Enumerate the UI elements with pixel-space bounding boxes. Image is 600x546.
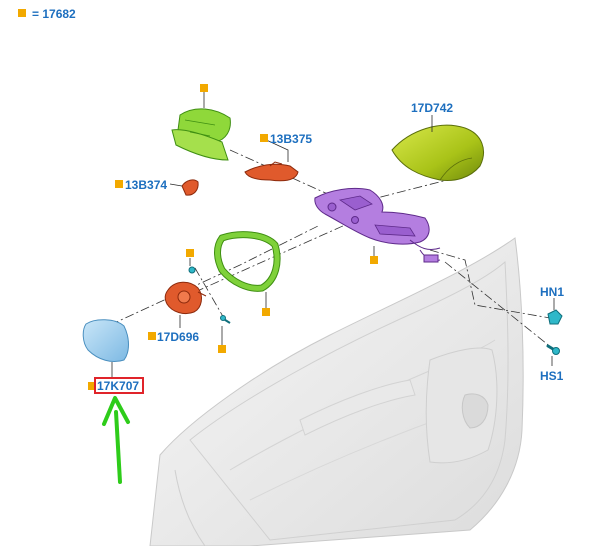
reference-square-icon bbox=[88, 382, 96, 390]
highlight-box bbox=[94, 377, 144, 394]
reference-square-icon bbox=[18, 9, 26, 17]
part-mirror-lamp-small[interactable]: 13B374 bbox=[115, 178, 199, 196]
reference-square-icon bbox=[115, 180, 123, 188]
legend: = 17682 bbox=[18, 7, 76, 21]
reference-square-icon bbox=[218, 345, 226, 353]
reference-square-icon bbox=[148, 332, 156, 340]
door-panel bbox=[149, 237, 524, 546]
label-HN1: HN1 bbox=[540, 285, 564, 299]
reference-square-icon bbox=[262, 308, 270, 316]
reference-square-icon bbox=[200, 84, 208, 92]
part-screw[interactable]: HS1 bbox=[540, 344, 564, 383]
label-13B374: 13B374 bbox=[125, 178, 167, 192]
reference-square-icon bbox=[186, 249, 194, 257]
up-arrow-icon bbox=[102, 396, 130, 484]
label-17D696: 17D696 bbox=[157, 330, 199, 344]
part-mirror-cover[interactable]: 17D742 bbox=[391, 101, 484, 181]
part-clip[interactable] bbox=[186, 249, 196, 274]
assembly-axes bbox=[109, 149, 553, 349]
part-nut[interactable]: HN1 bbox=[540, 285, 564, 325]
label-HS1: HS1 bbox=[540, 369, 564, 383]
part-motor-screw[interactable] bbox=[218, 315, 231, 354]
label-13B375: 13B375 bbox=[270, 132, 312, 146]
part-mirror-motor[interactable]: 17D696 bbox=[148, 281, 207, 344]
part-mirror-housing[interactable] bbox=[314, 187, 441, 264]
reference-square-icon bbox=[260, 134, 268, 142]
part-mirror-glass[interactable]: 17K707 bbox=[82, 319, 144, 394]
label-17D742: 17D742 bbox=[411, 101, 453, 115]
legend-text: = 17682 bbox=[32, 7, 76, 21]
label-17K707: 17K707 bbox=[97, 379, 139, 393]
part-mirror-lamp[interactable]: 13B375 bbox=[244, 132, 312, 182]
part-gasket-frame[interactable] bbox=[214, 231, 281, 316]
part-upper-gasket[interactable] bbox=[171, 84, 231, 161]
reference-square-icon bbox=[370, 256, 378, 264]
